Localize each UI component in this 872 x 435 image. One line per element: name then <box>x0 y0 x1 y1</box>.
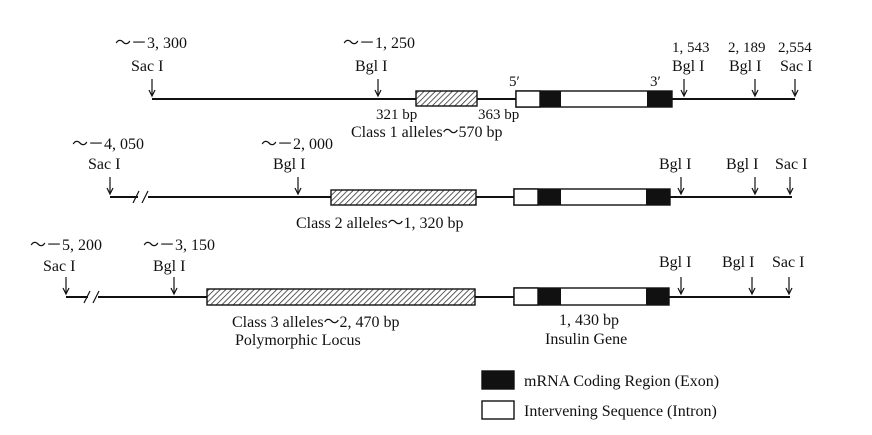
class1-insulin-gene <box>515 90 673 108</box>
class1-bgl1-left-position: ～－1, 250 <box>343 35 415 52</box>
five-prime-label: 5′ <box>509 74 520 90</box>
exon-2 <box>540 91 561 107</box>
class2-sac1-right-enzyme: Sac I <box>775 156 807 173</box>
class2-row: ～－4, 050 Sac I ～－2, 000 Bgl I Bgl I Bgl … <box>72 136 807 232</box>
class3-sac1-left-enzyme: Sac I <box>43 258 75 275</box>
class1-bgl1-b-enzyme: Bgl I <box>729 58 761 75</box>
class2-insulin-gene <box>513 188 671 206</box>
legend-exon-swatch <box>481 370 515 390</box>
exon-1 <box>515 90 541 108</box>
class3-bgl1-left-position: ～－3, 150 <box>143 237 215 254</box>
insulin-gene-size: 1, 430 bp <box>559 312 619 329</box>
class2-bgl1-left-position: ～－2, 000 <box>261 136 333 153</box>
class1-bgl1-a-enzyme: Bgl I <box>672 58 704 75</box>
class3-insulin-gene <box>513 287 670 306</box>
legend: mRNA Coding Region (Exon) Intervening Se… <box>481 370 719 420</box>
class1-sac1-left-position: ～－3, 300 <box>115 35 187 52</box>
class2-bgl1-a-enzyme: Bgl I <box>659 156 691 173</box>
right-flank-length: 363 bp <box>478 107 519 123</box>
three-prime-label: 3′ <box>650 74 661 90</box>
class3-caption: Class 3 alleles～2, 470 bp <box>232 314 400 331</box>
class1-caption: Class 1 alleles～570 bp <box>351 124 503 141</box>
class2-sac1-left-enzyme: Sac I <box>88 156 120 173</box>
legend-intron-swatch <box>481 400 515 420</box>
class3-bgl1-b-enzyme: Bgl I <box>722 254 754 271</box>
class1-bgl1-a-position: 1, 543 <box>672 40 710 56</box>
class1-bgl1-left-enzyme: Bgl I <box>355 58 387 75</box>
class2-sac1-left-position: ～－4, 050 <box>72 136 144 153</box>
insulin-gene-label: Insulin Gene <box>545 331 627 348</box>
class1-row: ～－3, 300 Sac I ～－1, 250 Bgl I 1, 543 Bgl… <box>115 35 812 141</box>
polymorphic-locus-label: Polymorphic Locus <box>235 332 361 349</box>
class2-polymorphic-locus <box>330 189 477 206</box>
class3-sac1-right-enzyme: Sac I <box>772 254 804 271</box>
class3-bgl1-left-enzyme: Bgl I <box>153 258 185 275</box>
left-flank-length: 321 bp <box>376 107 417 123</box>
class1-sac1-right-position: 2,554 <box>778 40 812 56</box>
class3-row: ～－5, 200 Sac I ～－3, 150 Bgl I Bgl I Bgl … <box>30 237 804 349</box>
class1-sac1-left-enzyme: Sac I <box>131 58 163 75</box>
class3-sac1-left-position: ～－5, 200 <box>30 237 102 254</box>
legend-exon-label: mRNA Coding Region (Exon) <box>524 373 719 390</box>
legend-intron-label: Intervening Sequence (Intron) <box>524 403 717 420</box>
class3-polymorphic-locus <box>206 288 476 306</box>
class3-break-mark <box>83 290 91 304</box>
class2-bgl1-b-enzyme: Bgl I <box>726 156 758 173</box>
class2-caption: Class 2 alleles～1, 320 bp <box>296 215 464 232</box>
class3-bgl1-a-enzyme: Bgl I <box>659 254 691 271</box>
class2-bgl1-left-enzyme: Bgl I <box>273 156 305 173</box>
class2-break-mark <box>132 190 140 204</box>
class1-sac1-right-enzyme: Sac I <box>780 58 812 75</box>
class1-bgl1-b-position: 2, 189 <box>728 40 766 56</box>
class1-polymorphic-locus <box>415 90 478 107</box>
exon-3 <box>647 91 672 107</box>
